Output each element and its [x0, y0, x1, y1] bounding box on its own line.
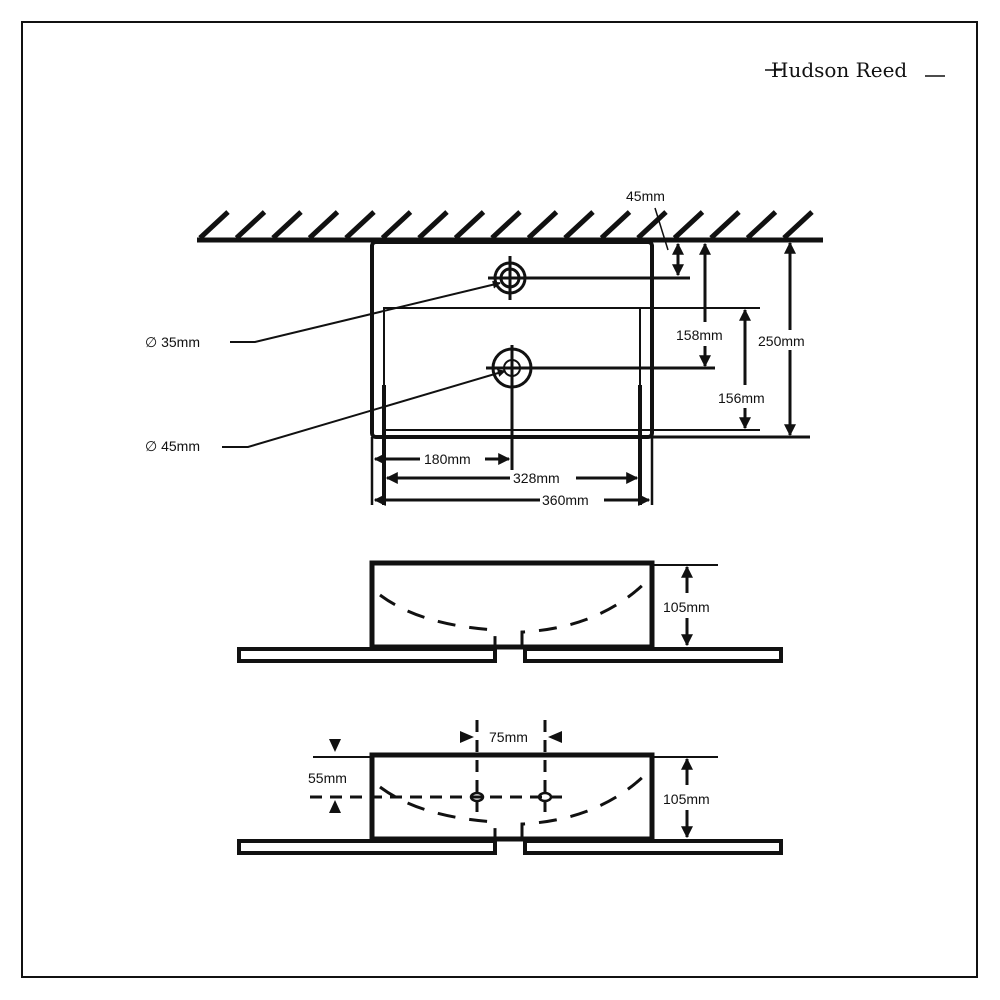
- hatch-line: [271, 210, 303, 240]
- dim-180-label: 180mm: [424, 451, 471, 467]
- hatch-line: [380, 210, 413, 240]
- plan-view: 45mm 158mm 156mm 250mm 180mm 328mm 360mm…: [145, 188, 823, 508]
- hatch-line: [490, 210, 522, 240]
- hatch-line: [307, 210, 340, 240]
- tap-hole: [488, 256, 690, 300]
- tap-hole-diameter-label: ∅ 35mm: [145, 334, 200, 350]
- hatch-line: [234, 210, 267, 240]
- hatch-line: [599, 210, 632, 240]
- hatch-line: [636, 210, 668, 240]
- drawing-frame: [21, 21, 978, 978]
- front-view: 105mm 75mm 55mm: [237, 720, 783, 855]
- tap-hole-left: [469, 791, 485, 803]
- counter-right: [523, 647, 783, 663]
- side-height-label: 105mm: [663, 599, 710, 615]
- counter-left: [237, 647, 497, 663]
- dim-45-label: 45mm: [626, 188, 665, 204]
- hatch-line: [344, 210, 376, 240]
- side-view: 105mm: [237, 560, 783, 663]
- hatch-line: [563, 210, 595, 240]
- hole-spacing-label: 75mm: [489, 729, 528, 745]
- dim-156-label: 156mm: [718, 390, 765, 406]
- dim-250-label: 250mm: [758, 333, 805, 349]
- front-height-label: 105mm: [663, 791, 710, 807]
- hatch-line: [198, 210, 230, 240]
- waste-diameter-label: ∅ 45mm: [145, 438, 200, 454]
- hole-height-label: 55mm: [308, 770, 347, 786]
- waste-hole: [486, 345, 715, 470]
- dim-360-label: 360mm: [542, 492, 589, 508]
- tap-hole-right: [537, 791, 553, 803]
- hatch-line: [745, 210, 778, 240]
- hatch-line: [672, 210, 705, 240]
- hatch-line: [417, 210, 449, 240]
- dim-328-label: 328mm: [513, 470, 560, 486]
- logo-text: Hudson Reed: [771, 58, 907, 82]
- wall-hatching: [198, 210, 814, 240]
- hatch-line: [709, 210, 741, 240]
- hatch-line: [782, 210, 814, 240]
- brand-logo: Hudson Reed: [765, 58, 945, 82]
- hatch-line: [526, 210, 559, 240]
- dim-158-label: 158mm: [676, 327, 723, 343]
- hatch-line: [453, 210, 486, 240]
